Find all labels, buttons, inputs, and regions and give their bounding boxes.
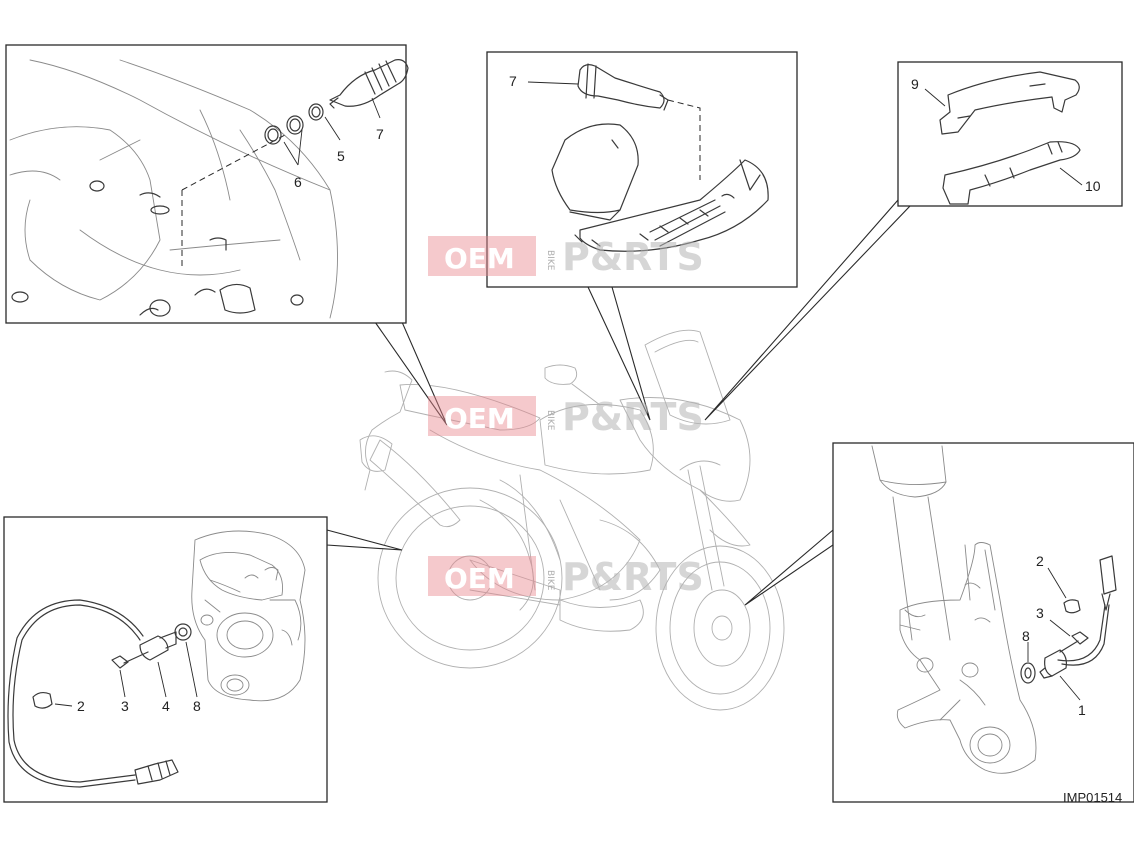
watermark-oem: OEM — [444, 242, 515, 275]
callout-label: 8 — [1022, 628, 1030, 644]
callout-label: 9 — [911, 76, 919, 92]
watermark-oem: OEM — [444, 562, 515, 595]
callout-label: 2 — [1036, 553, 1044, 569]
panel-bottom-right: 2 3 8 1 — [832, 442, 1134, 803]
watermark-bike: BIKE — [545, 410, 555, 431]
callout-label: 8 — [193, 698, 201, 714]
callout-label: 7 — [376, 126, 384, 142]
callout-label: 5 — [337, 148, 345, 164]
watermark-logo: OEM BIKE P&RTS — [428, 395, 704, 439]
callout-label: 7 — [509, 73, 517, 89]
panel-top-center: 7 — [486, 51, 798, 288]
callout-label: 10 — [1085, 178, 1101, 194]
panel-bottom-left: 2 3 4 8 — [3, 516, 328, 803]
callout-label: 3 — [1036, 605, 1044, 621]
callout-label: 2 — [77, 698, 85, 714]
drawing-code: IMP01514 — [1063, 790, 1122, 805]
watermark-parts: P&RTS — [562, 395, 704, 439]
watermark-bike: BIKE — [545, 250, 555, 271]
panel-top-left: 7 6 5 — [5, 44, 409, 324]
watermark-parts: P&RTS — [562, 555, 704, 599]
watermark-oem: OEM — [444, 402, 515, 435]
callout-label: 4 — [162, 698, 170, 714]
callout-label: 1 — [1078, 702, 1086, 718]
leader-lines — [326, 199, 911, 606]
watermark-logo: OEM BIKE P&RTS — [428, 555, 704, 599]
panel-top-right: 9 10 — [897, 61, 1123, 207]
callout-label: 6 — [294, 174, 302, 190]
watermark-bike: BIKE — [545, 570, 555, 591]
callout-label: 3 — [121, 698, 129, 714]
watermark-logo: OEM BIKE P&RTS — [428, 235, 704, 279]
motorcycle-illustration — [359, 329, 785, 711]
watermark-parts: P&RTS — [562, 235, 704, 279]
